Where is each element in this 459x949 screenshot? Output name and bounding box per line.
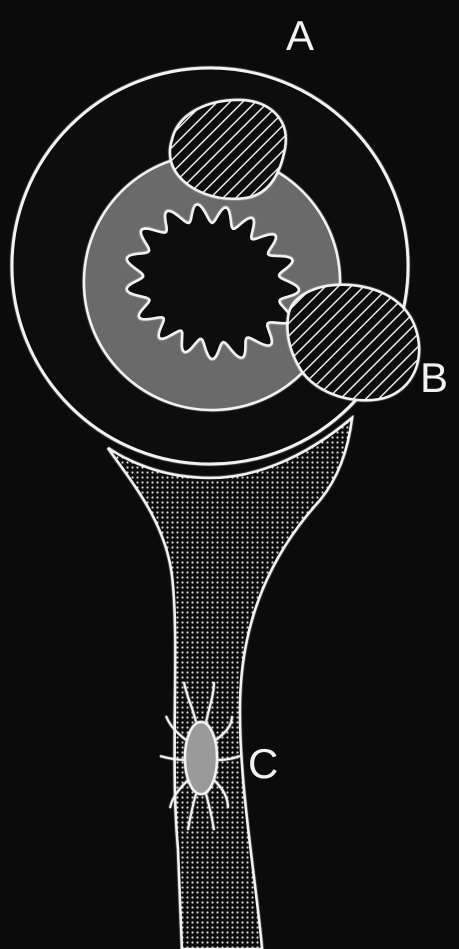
hatched-blob-top xyxy=(170,100,286,199)
process-stalk xyxy=(108,418,352,949)
label-b: B xyxy=(420,354,448,401)
label-c: C xyxy=(248,740,278,787)
label-a: A xyxy=(286,12,314,59)
cell-nucleus xyxy=(185,722,217,794)
